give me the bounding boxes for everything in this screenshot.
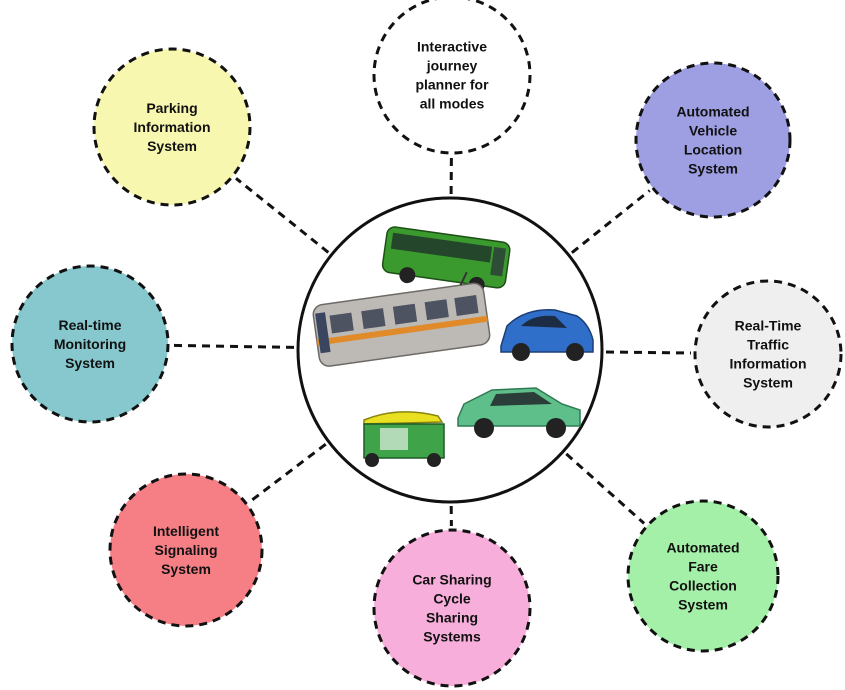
connector-fare-collection [565,452,646,525]
node-label-fare-collection-1: Fare [688,559,718,575]
node-label-signaling-2: System [161,561,211,577]
node-label-parking-info-0: Parking [146,100,197,116]
node-label-parking-info-2: System [147,138,197,154]
hatchback-car-icon [500,309,594,361]
node-circle-parking-info [92,47,252,207]
connector-signaling [248,443,327,503]
node-label-fare-collection-0: Automated [666,540,739,556]
node-circle-car-sharing [372,528,532,688]
node-circle-journey-planner [372,0,532,155]
connector-traffic-info [605,350,692,355]
node-label-traffic-info-1: Traffic [747,337,789,353]
node-label-traffic-info-0: Real-Time [735,318,802,334]
node-label-vehicle-location-0: Automated [676,104,749,120]
node-label-monitoring-2: System [65,355,115,371]
node-label-signaling-1: Signaling [155,542,218,558]
node-label-vehicle-location-1: Vehicle [689,123,737,139]
node-label-traffic-info-2: Information [730,356,807,372]
connector-parking-info [235,177,330,254]
node-circle-fare-collection [626,499,780,653]
node-label-parking-info-1: Information [134,119,211,135]
node-label-signaling-0: Intelligent [153,523,219,539]
node-journey-planner: Interactive journey planner for all modes [372,0,532,155]
node-label-monitoring-1: Monitoring [54,336,126,352]
bus-icon [381,226,511,293]
metro-train-icon [312,271,491,367]
node-label-fare-collection-3: System [678,597,728,613]
connector-vehicle-location [570,189,651,254]
node-label-journey-planner-0: Interactive [417,39,487,55]
node-label-vehicle-location-3: System [688,161,738,177]
node-label-traffic-info-3: System [743,375,793,391]
node-label-car-sharing-1: Cycle [433,591,471,607]
node-circle-vehicle-location [634,61,792,219]
hub-vehicles [312,226,594,467]
node-label-monitoring-0: Real-time [58,317,121,333]
node-label-car-sharing-3: Systems [423,629,481,645]
node-label-car-sharing-2: Sharing [426,610,478,626]
node-label-journey-planner-1: journey [426,58,478,74]
connector-monitoring [171,343,295,349]
auto-rickshaw-icon [363,411,445,467]
node-circle-signaling [108,472,264,628]
connector-lines [171,156,692,527]
node-label-vehicle-location-2: Location [684,142,742,158]
node-label-journey-planner-2: planner for [415,77,489,93]
sedan-taxi-icon [457,387,581,438]
node-label-car-sharing-0: Car Sharing [412,572,491,588]
node-circle-monitoring [10,264,170,424]
node-label-journey-planner-3: all modes [420,96,485,112]
node-label-fare-collection-2: Collection [669,578,737,594]
node-circle-traffic-info [693,279,843,429]
